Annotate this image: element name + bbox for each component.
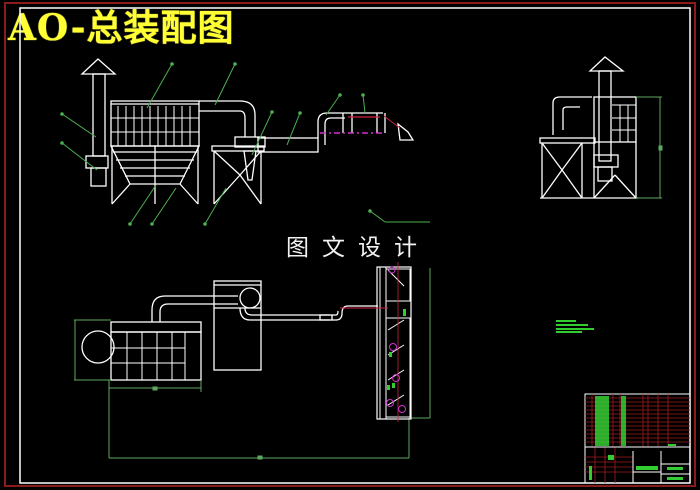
watermark-text: 图文设计 (286, 235, 430, 261)
plan-view (81, 280, 378, 381)
drawing-borders (4, 2, 696, 487)
technical-notes (556, 320, 594, 333)
side-elevation-view (539, 56, 638, 199)
front-elevation-hidden-lines (320, 115, 401, 134)
part-leader-lines (60, 62, 430, 226)
plan-view-dimensions (74, 268, 431, 460)
section-view (340, 262, 412, 422)
title-block (584, 393, 691, 484)
front-elevation-view (80, 58, 415, 205)
drawing-title: AO-总装配图 (8, 7, 235, 49)
side-elevation-dimension (636, 96, 663, 199)
